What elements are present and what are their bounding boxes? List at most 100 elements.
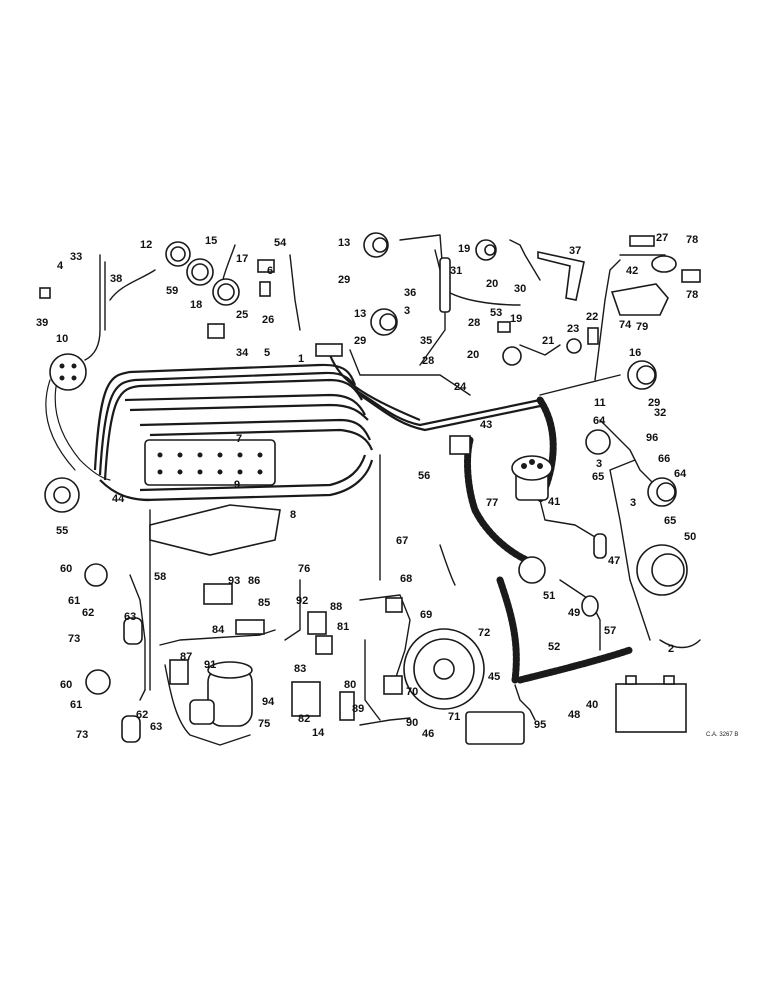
callout-60-b: 60 <box>60 679 72 691</box>
callout-55: 55 <box>56 525 68 537</box>
bracket-part-79 <box>610 283 669 316</box>
callout-labels: 4 33 38 12 15 17 54 6 59 18 25 26 39 10 … <box>36 232 738 741</box>
callout-58: 58 <box>154 571 166 583</box>
callout-13-b: 13 <box>354 308 366 320</box>
callout-71: 71 <box>448 711 460 723</box>
callout-73-a: 73 <box>68 633 80 645</box>
part-82 <box>291 681 321 717</box>
part-34 <box>207 323 225 339</box>
alternator-part-71 <box>403 628 485 710</box>
callout-67: 67 <box>396 535 408 547</box>
part-21 <box>502 346 522 366</box>
panel-part-8 <box>149 504 281 556</box>
coil-part-47 <box>593 533 607 559</box>
callout-48: 48 <box>568 709 580 721</box>
callout-3: 3 <box>404 305 410 317</box>
compressor-part-94 <box>189 661 253 727</box>
callout-78-b: 78 <box>686 289 698 301</box>
lamp-part-60-upper <box>84 563 108 587</box>
upper-wiring <box>84 234 701 651</box>
callout-21: 21 <box>542 335 554 347</box>
callout-96: 96 <box>646 432 658 444</box>
callout-28-a: 28 <box>422 355 434 367</box>
part-63-lower <box>121 715 141 743</box>
callout-34: 34 <box>236 347 249 359</box>
callout-28-b: 28 <box>468 317 480 329</box>
bracket-part-93 <box>203 583 233 605</box>
callout-19-b: 19 <box>510 313 522 325</box>
callout-72: 72 <box>478 627 490 639</box>
callout-95: 95 <box>534 719 546 731</box>
callout-80: 80 <box>344 679 356 691</box>
callout-7: 7 <box>236 433 242 445</box>
callout-64-b: 64 <box>674 468 687 480</box>
part-49 <box>581 595 599 617</box>
callout-29-b: 29 <box>354 335 366 347</box>
callout-59: 59 <box>166 285 178 297</box>
callout-82: 82 <box>298 713 310 725</box>
callout-47: 47 <box>608 555 620 567</box>
callout-6: 6 <box>267 265 273 277</box>
callout-65-b: 65 <box>664 515 676 527</box>
callout-74: 74 <box>619 319 632 331</box>
callout-19-a: 19 <box>458 243 470 255</box>
callout-63-b: 63 <box>150 721 162 733</box>
part-63-upper <box>123 617 143 645</box>
fuse-block-part-7 <box>144 439 276 486</box>
part-31 <box>439 257 451 313</box>
callout-36: 36 <box>404 287 416 299</box>
part-51 <box>518 556 546 584</box>
callout-52: 52 <box>548 641 560 653</box>
callout-91: 91 <box>204 659 216 671</box>
callout-56: 56 <box>418 470 430 482</box>
part-53 <box>497 321 511 333</box>
callout-77: 77 <box>486 497 498 509</box>
components <box>39 232 701 745</box>
callout-84: 84 <box>212 624 225 636</box>
regulator-part-10 <box>49 353 87 391</box>
callout-33: 33 <box>70 251 82 263</box>
callout-49: 49 <box>568 607 580 619</box>
callout-61-a: 61 <box>68 595 80 607</box>
callout-17: 17 <box>236 253 248 265</box>
callout-88: 88 <box>330 601 342 613</box>
lamp-part-16 <box>627 360 657 390</box>
callout-43: 43 <box>480 419 492 431</box>
callout-85: 85 <box>258 597 270 609</box>
callout-29-c: 29 <box>648 397 660 409</box>
callout-51: 51 <box>543 590 555 602</box>
part-39 <box>39 287 51 299</box>
callout-63-a: 63 <box>124 611 136 623</box>
callout-50: 50 <box>684 531 696 543</box>
callout-8: 8 <box>290 509 296 521</box>
battery-part-40 <box>615 675 687 733</box>
callout-3-c: 3 <box>630 497 636 509</box>
part-25 <box>259 281 271 297</box>
callout-54: 54 <box>274 237 287 249</box>
callout-66: 66 <box>658 453 670 465</box>
lamp-part-13-upper <box>363 232 389 258</box>
horn-part-55 <box>44 477 80 513</box>
lower-left-wiring <box>129 574 536 746</box>
callout-26: 26 <box>262 314 274 326</box>
callout-16: 16 <box>629 347 641 359</box>
callout-11: 11 <box>594 397 606 409</box>
lamp-part-13-lower <box>370 308 398 336</box>
callout-68: 68 <box>400 573 412 585</box>
gauge-part-18 <box>212 278 240 306</box>
callout-9: 9 <box>234 479 240 491</box>
switch-part-68 <box>385 597 403 613</box>
part-81 <box>315 635 333 655</box>
callout-94: 94 <box>262 696 275 708</box>
callout-30: 30 <box>514 283 526 295</box>
callout-40: 40 <box>586 699 598 711</box>
callout-22: 22 <box>586 311 598 323</box>
lamp-part-60-lower <box>85 669 111 695</box>
part-46 <box>465 711 525 745</box>
callout-2: 2 <box>668 643 674 655</box>
callout-87: 87 <box>180 651 192 663</box>
callout-76: 76 <box>298 563 310 575</box>
callout-14: 14 <box>312 727 325 739</box>
bracket-part-37 <box>537 251 585 301</box>
